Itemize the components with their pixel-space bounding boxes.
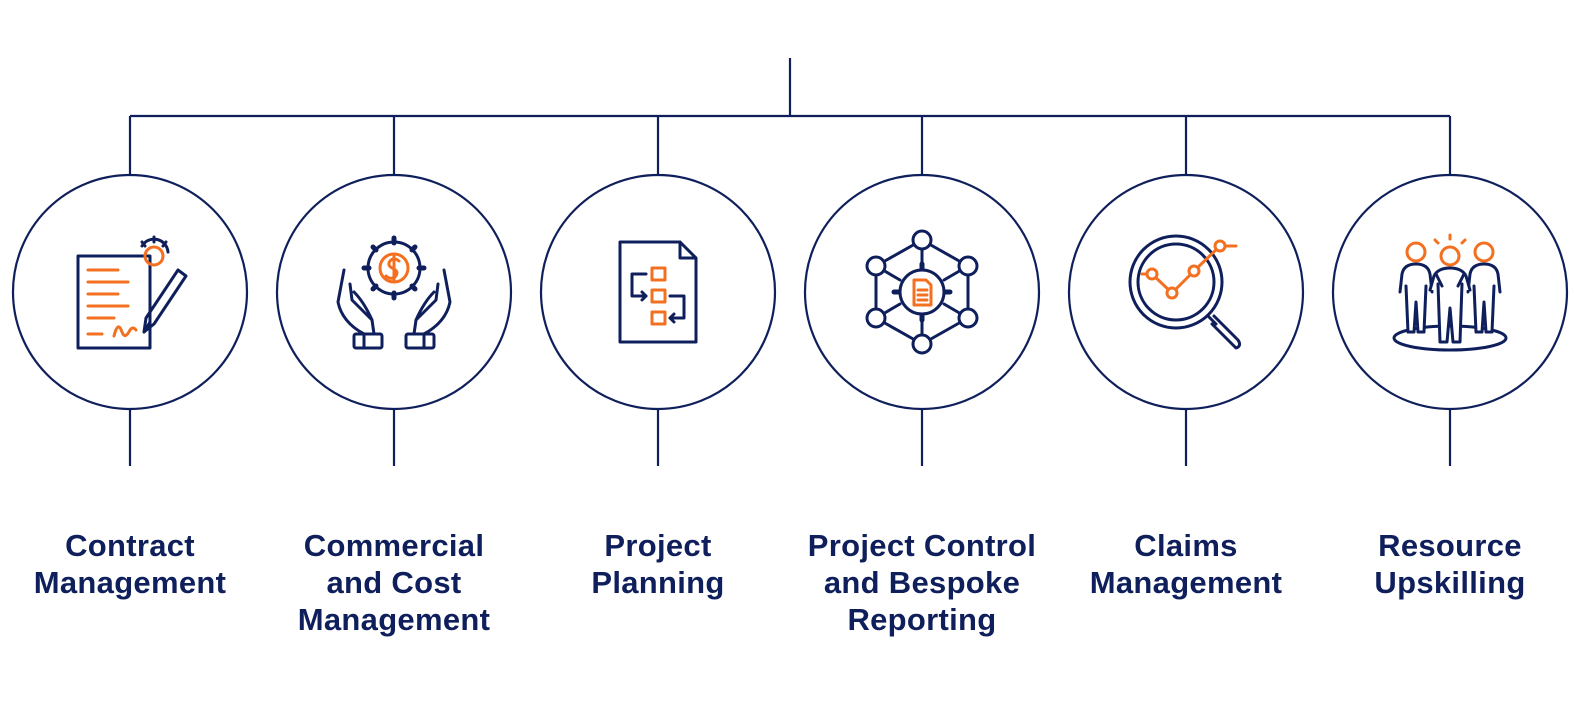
service-label-line: Project — [604, 528, 712, 563]
tree-connectors — [128, 58, 1452, 466]
service-label-line: Management — [1089, 565, 1283, 600]
service-label-line: and Bespoke — [823, 565, 1021, 600]
service-circle-claims — [1067, 173, 1305, 411]
magnifier-chart-icon — [1128, 234, 1242, 350]
service-label-line: Reporting — [847, 602, 997, 637]
flowchart-document-icon — [618, 240, 698, 344]
service-label-line: Planning — [591, 565, 725, 600]
hands-gear-dollar-icon — [336, 235, 452, 350]
service-circle-contract — [11, 173, 249, 411]
service-label-line: Management — [33, 565, 227, 600]
contract-signature-icon — [76, 235, 188, 350]
service-label-line: Upskilling — [1374, 565, 1526, 600]
service-label-line: Management — [297, 602, 491, 637]
service-circle-planning — [539, 173, 777, 411]
team-people-icon — [1392, 233, 1508, 352]
service-label-line: and Cost — [326, 565, 462, 600]
service-label-line: Resource — [1378, 528, 1522, 563]
service-label-line: Contract — [65, 528, 195, 563]
service-label-line: Claims — [1134, 528, 1238, 563]
network-gear-document-icon — [865, 229, 979, 355]
service-label-line: Project Control — [807, 528, 1037, 563]
service-label-line: Commercial — [303, 528, 485, 563]
